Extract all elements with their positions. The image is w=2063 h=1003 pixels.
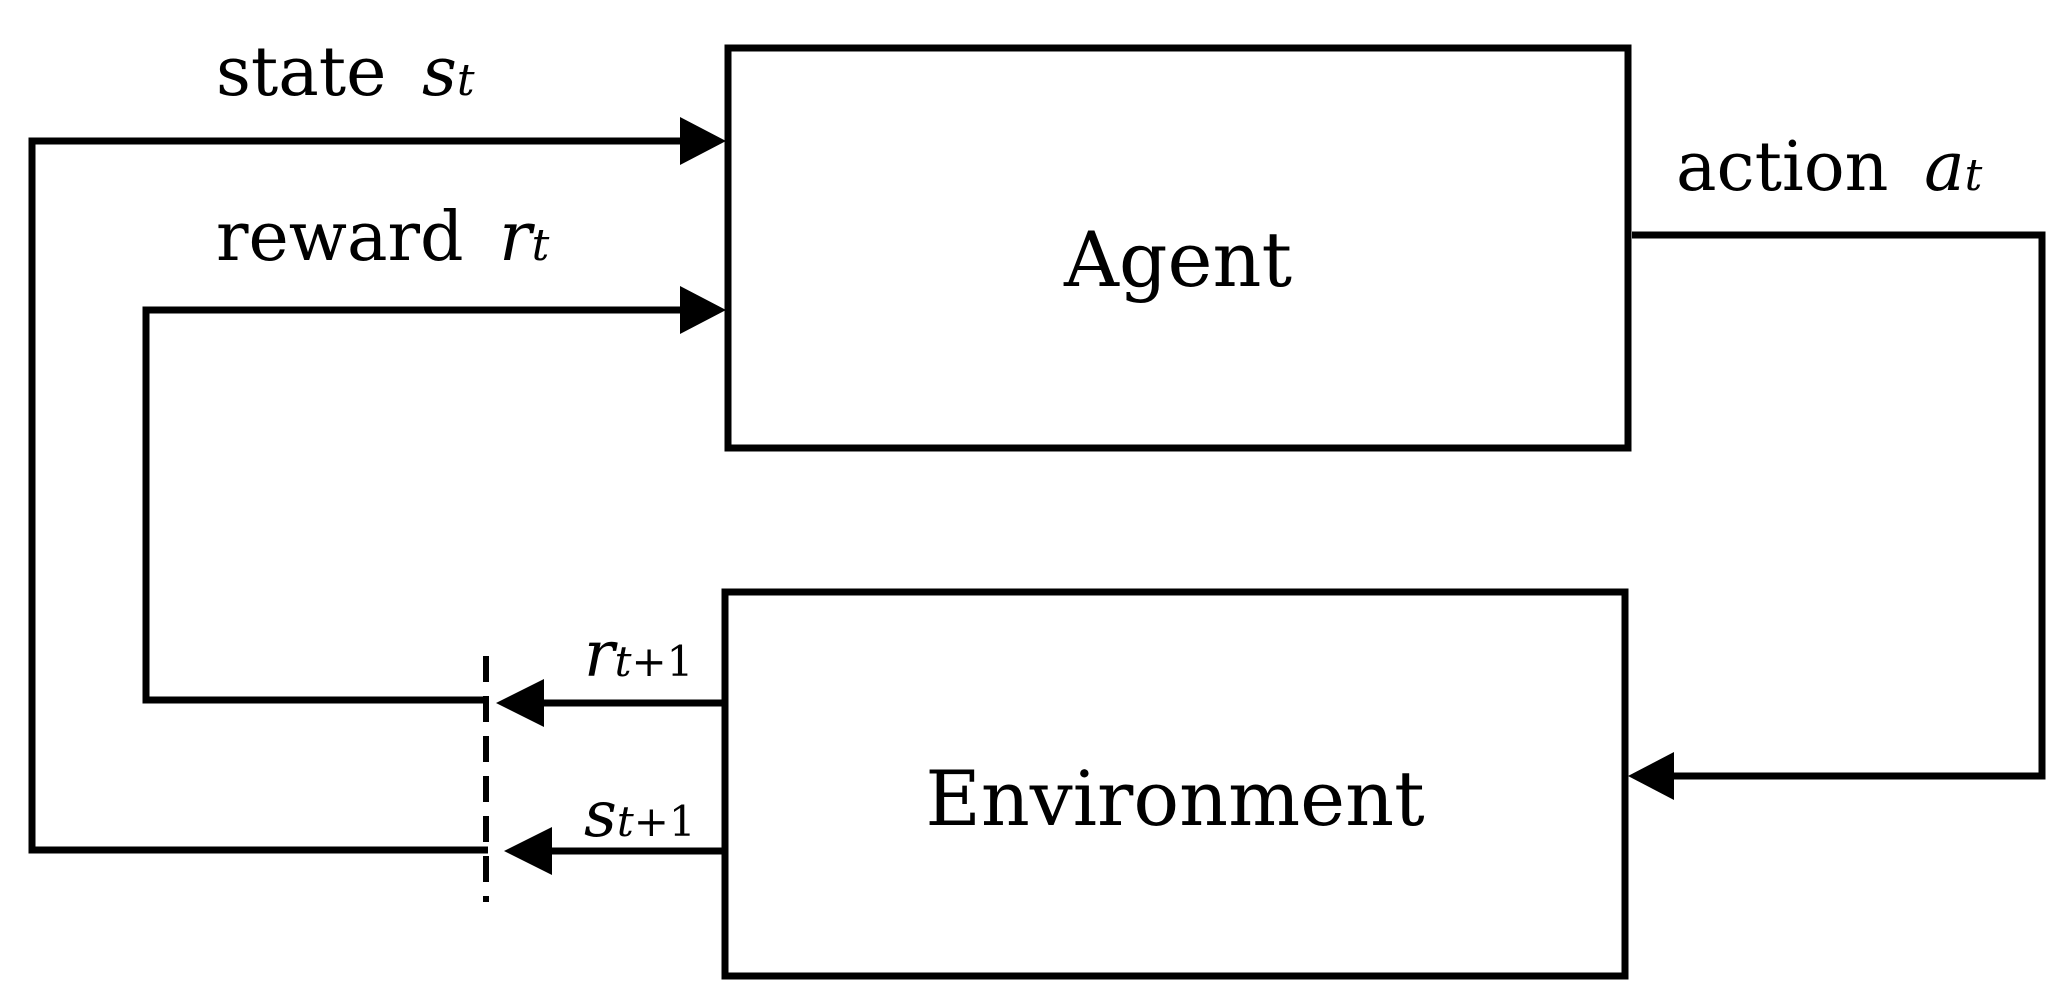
environment-box	[721, 588, 1629, 980]
environment-label: Environment	[925, 754, 1424, 843]
next-state-arrowhead	[504, 827, 552, 875]
next-reward-label: rt+1	[584, 618, 693, 692]
action-arrowhead	[1628, 752, 1674, 800]
state-label: state st	[216, 33, 475, 112]
next-state-label: st+1	[584, 778, 696, 852]
action-label: action at	[1676, 128, 1983, 207]
next-reward-arrowhead	[496, 679, 544, 727]
agent-label: Agent	[1063, 215, 1292, 304]
reward-label: reward rt	[216, 198, 550, 277]
state-feedback-line	[28, 137, 685, 854]
action-line	[1632, 231, 2046, 780]
reward-arrowhead	[680, 286, 726, 334]
reward-feedback-line	[142, 306, 685, 704]
agent-box	[724, 44, 1632, 452]
state-arrowhead	[680, 117, 726, 165]
